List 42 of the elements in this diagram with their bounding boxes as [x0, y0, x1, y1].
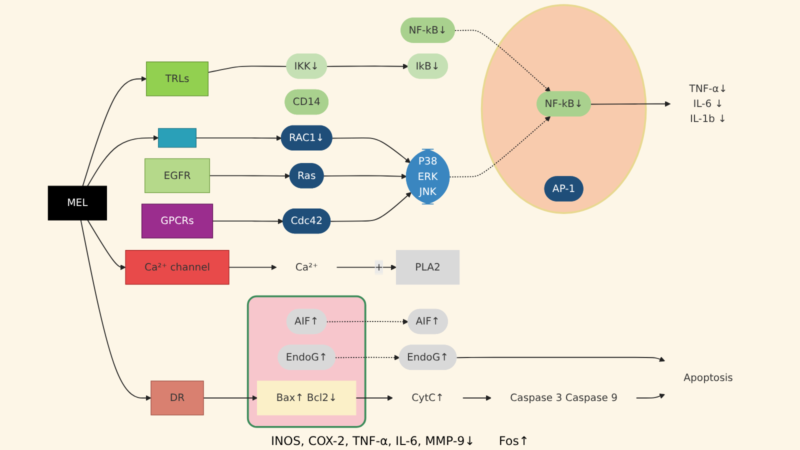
arrow — [590, 101, 671, 107]
node-text: CytC↑ — [412, 392, 444, 404]
arrow — [462, 395, 492, 401]
cluster — [246, 295, 366, 428]
gene-label: INOS, COX-2, TNF-α, IL-6, MMP-9↓ — [271, 434, 475, 448]
node-box: Ca²⁺ channel — [125, 250, 230, 285]
arrow — [203, 395, 258, 401]
node-box: PLA2 — [396, 250, 460, 285]
node-box: Bax↑ Bcl2↓ — [257, 380, 356, 416]
node-box: GPCRs — [141, 204, 214, 238]
node-box: DR — [150, 380, 204, 416]
node-text: Caspase 3 Caspase 9 — [510, 392, 618, 404]
arrow — [196, 135, 282, 141]
arrow — [80, 220, 152, 401]
arrow — [636, 394, 665, 399]
arrow — [82, 76, 147, 187]
node-box: MEL — [48, 186, 107, 220]
node-box — [158, 128, 196, 148]
arrow — [326, 318, 409, 324]
arrow — [335, 354, 400, 360]
arrow — [332, 137, 411, 164]
arrow — [454, 30, 551, 92]
arrow — [323, 174, 407, 180]
arrow — [212, 218, 284, 224]
arrow — [330, 192, 412, 222]
edge-label: + — [374, 261, 384, 273]
arrow — [209, 173, 290, 179]
arrow — [355, 395, 393, 401]
node-text: Apoptosis — [684, 371, 733, 384]
arrow — [326, 64, 408, 70]
cluster — [480, 4, 647, 214]
node-box: EGFR — [144, 158, 210, 194]
node-text: TNF-α↓ IL-6 ↓ IL-1b ↓ — [689, 82, 728, 125]
arrow — [456, 356, 665, 362]
arrow — [228, 264, 277, 270]
arrow — [449, 116, 551, 178]
arrow — [87, 135, 159, 187]
node-box: TRLs — [146, 62, 208, 96]
gene-label: Fos↑ — [498, 434, 529, 448]
arrow — [87, 220, 126, 270]
connector — [208, 66, 288, 73]
node-text: Ca²⁺ — [295, 261, 318, 273]
